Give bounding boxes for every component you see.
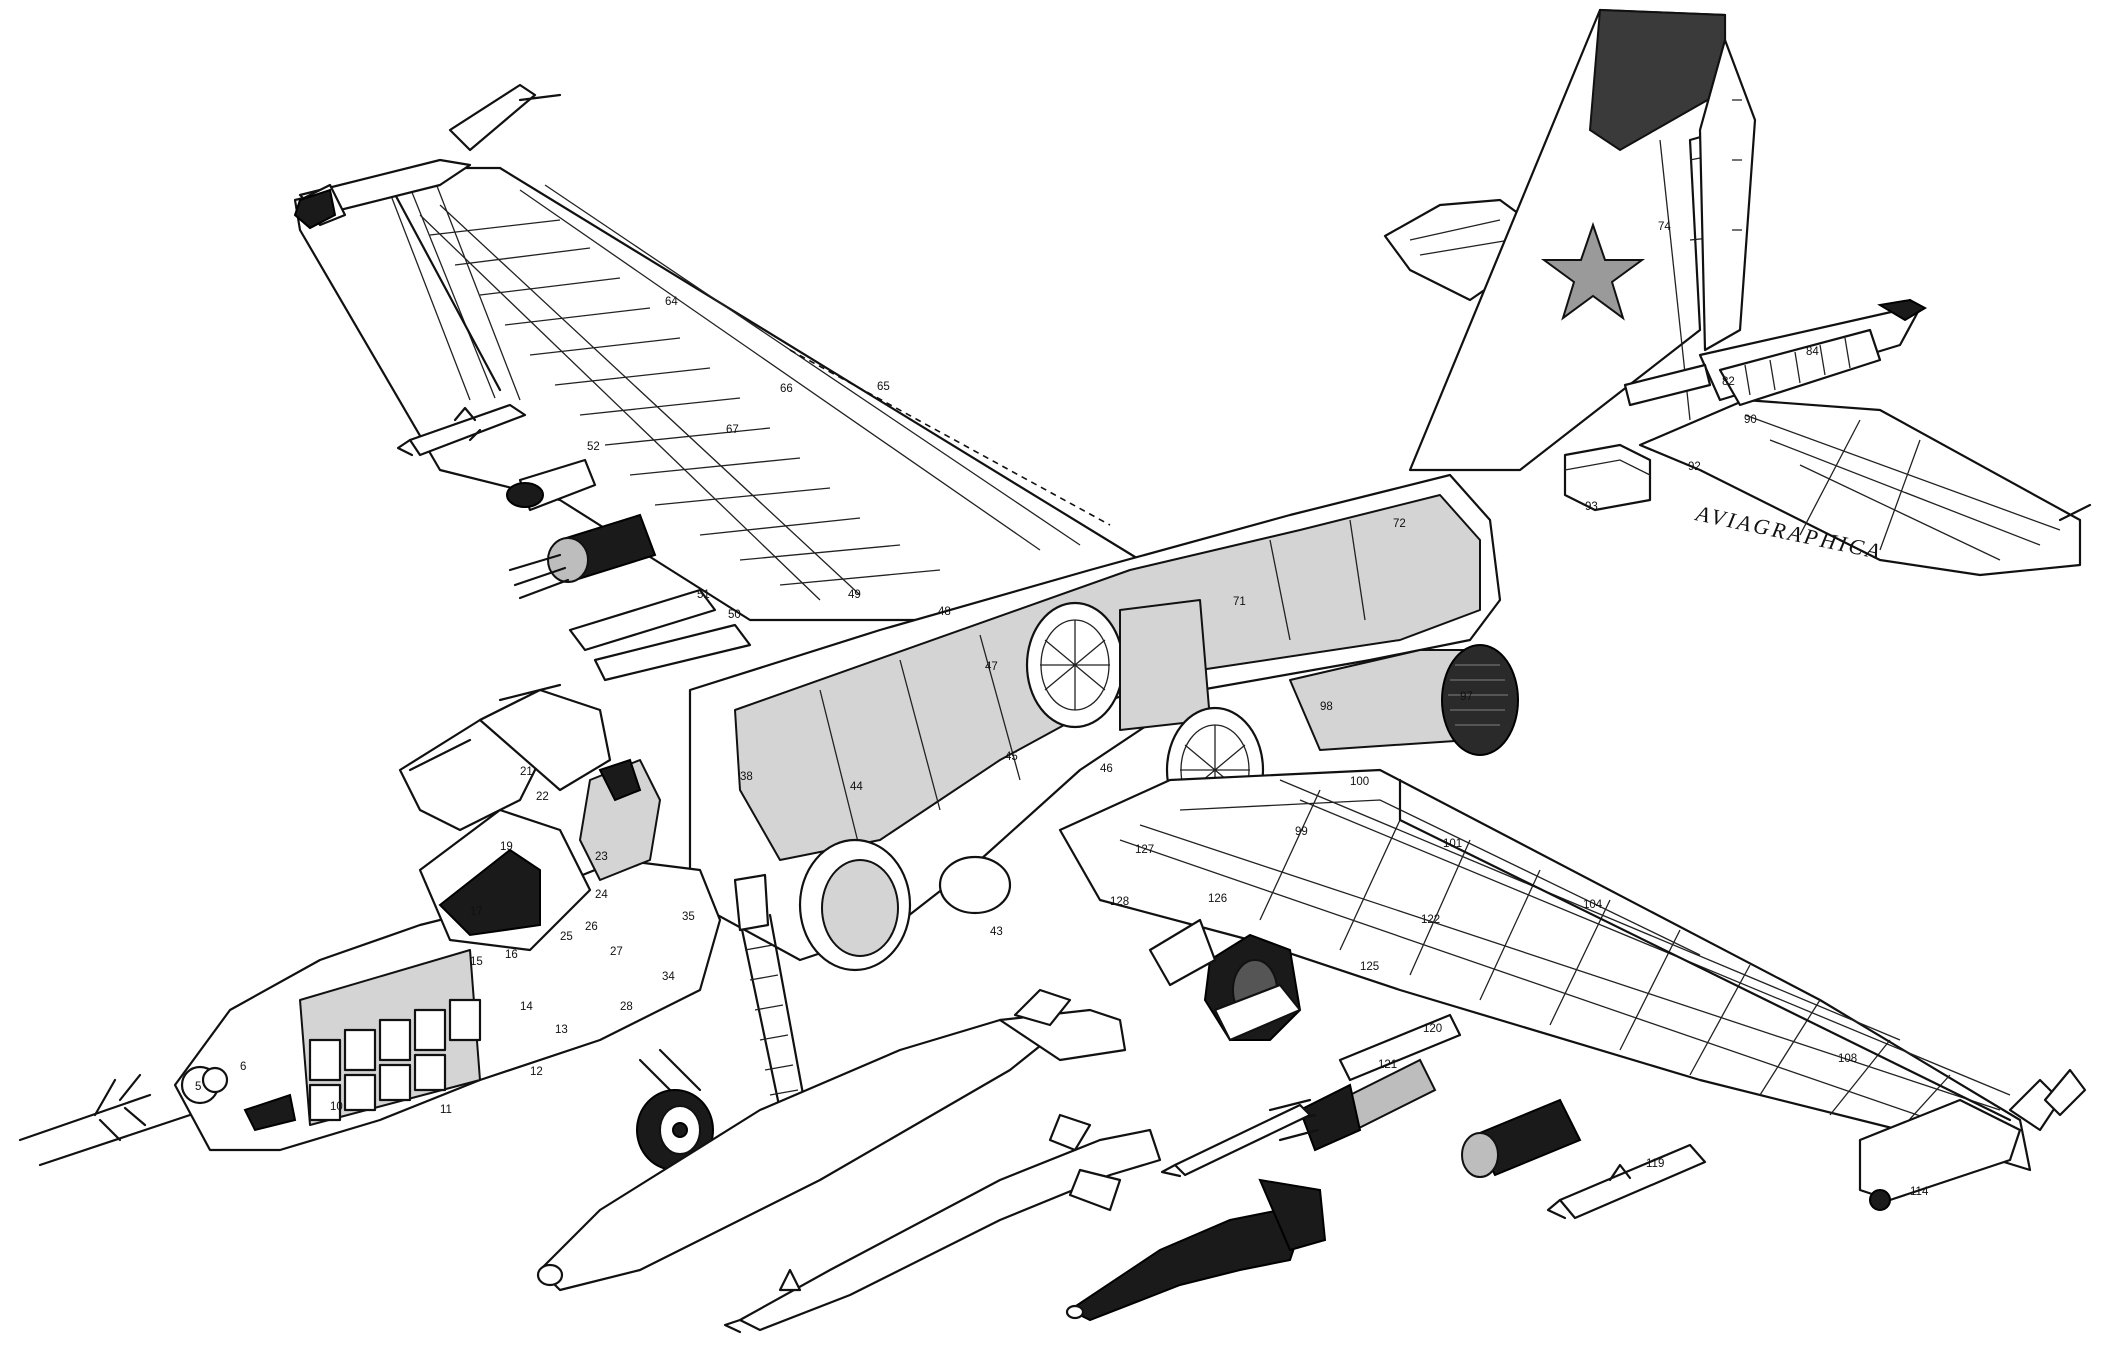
callout-number: 64 <box>665 296 678 308</box>
main-landing-gear <box>1148 918 1302 1042</box>
left-wing <box>293 166 1152 622</box>
callout-number: 101 <box>1443 838 1462 850</box>
callout-number: 26 <box>585 921 598 933</box>
engine-1-compressor <box>1025 599 1211 731</box>
tailplane-right <box>1638 398 2092 577</box>
callout-number: 45 <box>1005 751 1018 763</box>
avionics-boxes <box>308 998 482 1122</box>
left-rocket-pod-2 <box>508 513 657 600</box>
callout-number: 84 <box>1806 346 1819 358</box>
callout-number: 82 <box>1722 376 1735 388</box>
callout-number: 65 <box>877 381 890 393</box>
nose-landing-gear <box>636 1048 714 1171</box>
callout-number: 19 <box>500 841 513 853</box>
callout-number: 99 <box>1295 826 1308 838</box>
left-wing-missile-inner <box>568 588 752 682</box>
callout-number: 17 <box>470 906 483 918</box>
guided-missile-large <box>723 1113 1162 1334</box>
fuel-tank-large <box>536 988 1127 1292</box>
left-wingtip-airbrake-pod <box>293 83 562 230</box>
tail-boom-countermeasure-pod <box>1623 298 1928 407</box>
right-wing-missile-inner <box>1338 1013 1462 1082</box>
callout-number: 97 <box>1460 691 1473 703</box>
right-rocket-pod <box>1268 1058 1437 1152</box>
callout-number: 120 <box>1423 1023 1442 1035</box>
callout-number: 104 <box>1583 899 1603 911</box>
callout-number: 67 <box>726 424 739 436</box>
callout-number: 98 <box>1320 701 1333 713</box>
callout-number: 92 <box>1688 461 1701 473</box>
red-star-insignia <box>1540 221 1646 321</box>
canopy-frame <box>398 683 612 832</box>
callout-number: 50 <box>728 609 741 621</box>
callout-number: 128 <box>1110 896 1129 908</box>
left-wing-missile-outer <box>396 403 527 457</box>
callout-number: 126 <box>1208 893 1227 905</box>
callout-number: 90 <box>1744 414 1757 426</box>
callout-number: 48 <box>938 606 951 618</box>
callout-number: 119 <box>1646 1158 1664 1170</box>
right-wing-missile <box>1546 1143 1707 1220</box>
callout-number: 46 <box>1100 763 1113 775</box>
callout-number: 24 <box>595 889 608 901</box>
callout-number: 44 <box>850 781 863 793</box>
callout-number: 43 <box>990 926 1003 938</box>
rocket-projectile <box>1160 1103 1312 1178</box>
callout-labels: 5 6 10 11 12 13 14 15 16 17 19 21 22 23 24 25 26 27 28 34 35… <box>195 221 1929 1198</box>
engine-exhaust-nozzle <box>1289 644 1519 756</box>
callout-number: 93 <box>1585 501 1598 513</box>
callout-number: 114 <box>1910 1186 1929 1198</box>
right-wingtip-airbrake-pod <box>1858 1068 2087 1211</box>
callout-number: 52 <box>587 441 600 453</box>
callout-number: 51 <box>697 589 710 601</box>
left-rocket-pod-1 <box>506 458 597 512</box>
cockpit-windscreen <box>418 808 592 952</box>
callout-number: 47 <box>985 661 998 673</box>
callout-number: 108 <box>1838 1053 1857 1065</box>
callout-number: 14 <box>520 1001 533 1013</box>
callout-number: 13 <box>555 1024 568 1036</box>
callout-number: 100 <box>1350 776 1369 788</box>
callout-number: 16 <box>505 949 518 961</box>
callout-number: 122 <box>1421 914 1440 926</box>
callout-number: 23 <box>595 851 608 863</box>
callout-number: 15 <box>470 956 483 968</box>
right-rocket-pod-2 <box>1461 1098 1582 1178</box>
boarding-ladder <box>733 873 807 1112</box>
callout-number: 10 <box>330 1101 343 1113</box>
nose-pitot-probes <box>18 1065 297 1167</box>
callout-number: 125 <box>1360 961 1379 973</box>
engine-intake <box>798 838 1012 972</box>
free-fall-bomb <box>1065 1178 1327 1322</box>
callout-number: 35 <box>682 911 695 923</box>
callout-number: 12 <box>530 1066 543 1078</box>
callout-number: 25 <box>560 931 573 943</box>
callout-number: 21 <box>520 766 533 778</box>
callout-number: 22 <box>536 791 549 803</box>
callout-number: 6 <box>240 1061 246 1073</box>
callout-number: 34 <box>662 971 675 983</box>
ejection-seat <box>579 758 661 881</box>
callout-number: 38 <box>740 771 753 783</box>
callout-number: 72 <box>1393 518 1406 530</box>
rear-equipment-box <box>1563 443 1652 512</box>
callout-number: 71 <box>1233 596 1246 608</box>
callout-number: 121 <box>1378 1059 1397 1071</box>
callout-number: 11 <box>440 1104 452 1116</box>
callout-number: 5 <box>195 1081 201 1093</box>
vertical-fin <box>1408 8 1757 472</box>
callout-number: 27 <box>610 946 623 958</box>
callout-number: 74 <box>1658 221 1671 233</box>
callout-number: 66 <box>780 383 793 395</box>
callout-number: 127 <box>1135 844 1154 856</box>
callout-number: 28 <box>620 1001 633 1013</box>
callout-number: 49 <box>848 589 861 601</box>
